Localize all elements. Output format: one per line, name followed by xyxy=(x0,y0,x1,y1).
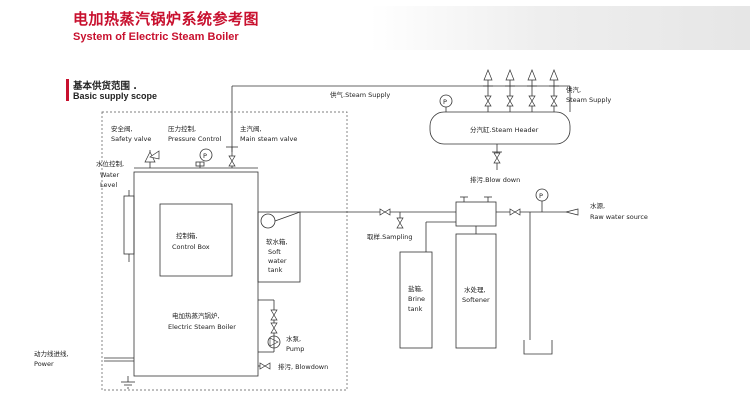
svg-text:P: P xyxy=(443,98,447,106)
svg-text:water: water xyxy=(268,257,287,265)
boiler-label-cn: 电加热蒸汽锅炉, xyxy=(172,311,220,320)
control-box xyxy=(159,203,233,277)
pressure-control-label-en: Pressure Control xyxy=(168,135,222,143)
steam-outlet-arrow-icon xyxy=(527,69,537,81)
steam-supply-right-en: Steam Supply xyxy=(566,96,611,104)
main-steam-valve-icon xyxy=(228,155,236,167)
safety-valve-label-cn: 安全阀, xyxy=(111,124,133,133)
header-band xyxy=(370,6,750,50)
water-level-gauge xyxy=(123,195,135,255)
raw-water-arrow-icon xyxy=(565,208,579,216)
pump-label-cn: 水泵, xyxy=(286,334,301,343)
power-label-cn: 动力线进线, xyxy=(34,349,69,358)
safety-valve-label-en: Safety valve xyxy=(111,135,151,143)
steam-header xyxy=(429,111,571,145)
main-steam-valve-label-cn: 主汽阀, xyxy=(240,124,262,133)
steam-supply-right-cn: 供汽, xyxy=(566,85,581,94)
control-box-label-cn: 控制箱, xyxy=(176,231,198,240)
water-level-label-cn: 水位控制, xyxy=(96,159,124,168)
pump-icon xyxy=(267,335,281,349)
softener-label-en: Softener xyxy=(462,296,490,304)
soft-tank-label-cn: 软水箱, xyxy=(266,237,288,246)
float-icon xyxy=(260,213,276,229)
steam-supply-top-label: 供气.Steam Supply xyxy=(330,90,390,99)
water-level-label-en2: Level xyxy=(100,181,117,189)
svg-text:tank: tank xyxy=(268,266,283,274)
raw-water-valve-icon xyxy=(509,208,521,216)
softener-label-cn: 水处理, xyxy=(464,285,486,294)
power-label-en: Power xyxy=(34,360,54,368)
pump-label-en: Pump xyxy=(286,345,304,353)
pressure-gauge-icon xyxy=(199,148,213,162)
main-steam-valve-label-en: Main steam valve xyxy=(240,135,297,143)
svg-text:Soft: Soft xyxy=(268,248,281,256)
filter-unit xyxy=(455,201,497,227)
control-box-label-en: Control Box xyxy=(172,243,210,251)
brine-tank-label-en2: tank xyxy=(408,305,423,313)
raw-water-label-en: Raw water source xyxy=(590,213,648,221)
supply-scope-boundary xyxy=(101,111,348,391)
brine-tank-label-en1: Brine xyxy=(408,295,425,303)
page-title: 电加热蒸汽锅炉系统参考图 xyxy=(73,10,260,28)
water-level-label-en1: Water xyxy=(100,171,120,179)
header-blowdown-valve-icon xyxy=(493,152,501,164)
sampling-valve-icon xyxy=(379,208,391,216)
blowdown-valve-icon xyxy=(259,362,271,370)
scope-title: 基本供货范围 . xyxy=(73,81,137,92)
svg-text:P: P xyxy=(539,192,543,200)
page-subtitle: System of Electric Steam Boiler xyxy=(73,31,239,43)
scope-accent-bar xyxy=(66,79,69,101)
blowdown-label: 排污, Blowdown xyxy=(278,362,328,371)
steam-header-label: 分汽缸.Steam Header xyxy=(470,125,539,134)
brine-tank xyxy=(399,251,433,349)
scope-subtitle: Basic supply scope xyxy=(73,91,158,101)
boiler-label-en: Electric Steam Boiler xyxy=(168,323,236,331)
svg-text:P: P xyxy=(203,152,207,160)
raw-water-label-cn: 水源, xyxy=(590,201,605,210)
brine-tank-label-cn: 盐箱, xyxy=(408,284,423,293)
header-blowdown-label: 排污.Blow down xyxy=(470,175,520,184)
soft-water-tank xyxy=(257,211,301,283)
steam-outlet-arrow-icon xyxy=(505,69,515,81)
drain-funnel xyxy=(523,340,553,355)
pressure-control-label-cn: 压力控制, xyxy=(168,124,196,133)
steam-outlet-arrow-icon xyxy=(483,69,493,81)
steam-outlet-arrow-icon xyxy=(549,69,559,81)
boiler-body xyxy=(133,171,259,377)
sampling-label: 取样.Sampling xyxy=(367,232,413,241)
